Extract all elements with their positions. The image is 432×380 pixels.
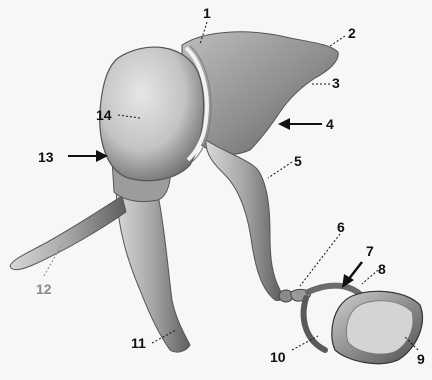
label-11: 11 [131,335,146,351]
label-2: 2 [348,25,356,41]
incus-long-process [206,140,282,300]
malleus-handle [116,188,190,352]
label-4: 4 [326,116,334,132]
label-14: 14 [96,107,112,123]
stapes-anterior-crus [308,286,362,296]
label-3: 3 [332,75,340,91]
leader-5 [268,162,292,178]
label-1: 1 [203,5,211,21]
label-8: 8 [378,261,386,277]
arrow-4 [278,118,322,130]
malleus-anterior-process [10,196,126,270]
label-9: 9 [417,351,425,367]
leader-8 [362,270,378,284]
malleus-head [100,47,204,181]
arrow-7 [342,262,362,288]
arrow-13 [68,150,108,162]
label-7: 7 [366,243,374,259]
label-5: 5 [294,153,302,169]
leader-2 [330,36,345,46]
label-6: 6 [337,219,345,235]
label-10: 10 [270,349,286,365]
label-13: 13 [38,149,54,165]
label-12: 12 [36,281,52,297]
leader-6 [300,234,340,286]
